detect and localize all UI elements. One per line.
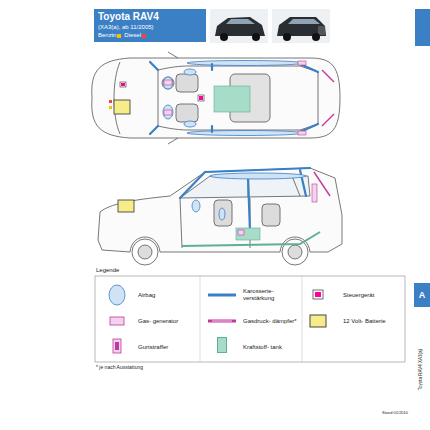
car-photo [210,9,330,43]
tab-letter: A [419,290,426,300]
legend-divider [200,276,302,362]
legend-text: Gas- generator [138,318,194,325]
legend-text: Gasdruck- dämpfer* [243,318,299,325]
control-unit [198,95,204,101]
legend-text: Airbag [138,292,194,299]
control-unit-mark [121,83,125,86]
battery [114,100,130,114]
legend-text: Karosserie- verstärkung [243,288,299,302]
legend-frame [95,276,405,362]
section-tab: A [414,283,430,307]
belt-tensioner [312,184,317,202]
body-reinforcement [150,62,318,134]
body-reinforcement [180,168,310,232]
gas-generator [238,230,244,235]
title: Toyota RAV4 [98,11,159,23]
side-band [415,9,430,46]
gas-generator [164,61,306,135]
battery [118,200,134,212]
legend-swatch [217,337,227,353]
fuel-tank [236,228,260,240]
legend-text: 12 Volt- Batterie [343,318,399,325]
title-band [94,9,206,42]
legend-text: Steuergerät [343,292,399,299]
control-unit [120,82,126,87]
diesel-marker [109,100,112,103]
car-top-view [92,52,340,144]
control-unit-mark [199,96,203,100]
car-side-view [98,168,342,265]
legend-text: Gurtstraffer [138,344,194,351]
legend-heading: Legende [96,267,119,274]
footnote: * je nach Ausstattung [96,365,143,371]
fuel-type: Diesel [124,32,141,39]
fuel-marker [142,34,146,38]
fuel-type: Benzin [98,32,116,39]
side-code: Toyota RAV4 XA3(a) [418,349,423,390]
petrol-marker [109,106,112,109]
legend-text: Kraftstoff- tank [243,344,299,351]
model-code: (XA3(a), ab 11/2005) [98,24,154,31]
date-stamp: Stand 01/2010 [382,411,408,416]
fuel-tank [214,86,250,112]
airbag [192,173,306,220]
fuel-marker [117,34,121,38]
gas-damper [322,70,334,126]
airbag [163,61,303,136]
legend-icons [109,285,326,353]
